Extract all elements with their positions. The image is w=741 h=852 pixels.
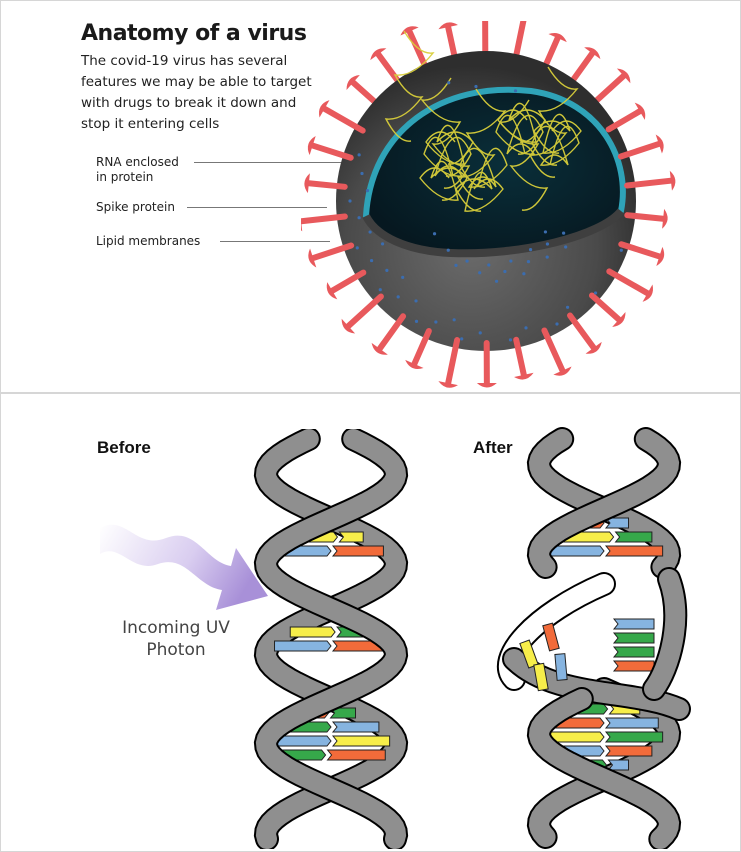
dna-backbone-bulge	[654, 579, 675, 689]
membrane-protein-dot	[381, 242, 384, 245]
membrane-protein-dot	[348, 199, 351, 202]
membrane-protein-dot	[620, 249, 623, 252]
membrane-protein-dot	[495, 280, 498, 283]
membrane-protein-dot	[414, 299, 417, 302]
displaced-base	[543, 623, 559, 651]
membrane-protein-dot	[555, 322, 558, 325]
virus-anatomy-subtitle: The covid-19 virus has several features …	[81, 51, 321, 135]
membrane-protein-dot	[358, 153, 361, 156]
membrane-protein-dot	[479, 331, 482, 334]
uv-wave-arrow	[100, 525, 268, 610]
membrane-protein-dot	[454, 264, 457, 267]
membrane-protein-dot	[370, 259, 373, 262]
membrane-protein-dot	[447, 81, 450, 84]
membrane-protein-dot	[564, 245, 567, 248]
spike-protein	[544, 330, 571, 375]
membrane-protein-dot	[529, 248, 532, 251]
label-lipid-membranes: Lipid membranes	[96, 234, 200, 249]
virus-anatomy-title: Anatomy of a virus	[81, 21, 306, 46]
membrane-protein-dot	[360, 172, 363, 175]
membrane-protein-dot	[447, 249, 450, 252]
membrane-protein-dot	[594, 291, 597, 294]
spike-protein	[570, 315, 602, 353]
membrane-protein-dot	[368, 230, 371, 233]
membrane-protein-dot	[546, 242, 549, 245]
spike-protein	[621, 134, 664, 156]
membrane-protein-dot	[366, 189, 369, 192]
membrane-protein-dot	[562, 232, 565, 235]
spike-protein	[308, 246, 351, 268]
base-pair	[545, 546, 662, 556]
spike-protein	[327, 273, 364, 300]
virus-anatomy-panel: Anatomy of a virus The covid-19 virus ha…	[0, 0, 741, 393]
spike-protein	[621, 244, 664, 266]
membrane-protein-dot	[524, 326, 527, 329]
unpaired-base	[614, 633, 654, 643]
membrane-protein-dot	[379, 288, 382, 291]
membrane-protein-dot	[509, 338, 512, 341]
spike-protein	[592, 296, 626, 327]
unpaired-base	[614, 619, 654, 629]
unpaired-base	[614, 661, 654, 671]
spike-protein	[405, 331, 429, 369]
spike-protein	[319, 100, 363, 131]
membrane-protein-dot	[397, 295, 400, 298]
uv-photon-arrow	[96, 514, 276, 624]
dna-helix-before	[251, 429, 411, 849]
spike-protein	[609, 271, 653, 302]
membrane-protein-dot	[546, 255, 549, 258]
label-spike-protein: Spike protein	[96, 200, 175, 215]
membrane-protein-dot	[514, 89, 517, 92]
membrane-protein-dot	[527, 260, 530, 263]
spike-protein	[591, 68, 630, 105]
membrane-protein-dot	[433, 232, 436, 235]
membrane-protein-dot	[544, 230, 547, 233]
membrane-protein-dot	[465, 259, 468, 262]
membrane-protein-dot	[453, 318, 456, 321]
base-pair	[272, 736, 389, 746]
membrane-protein-dot	[522, 272, 525, 275]
unpaired-base	[614, 647, 654, 657]
dna-helix-after	[494, 419, 694, 849]
uv-photon-label: Incoming UV Photon	[111, 617, 241, 661]
spike-protein	[372, 316, 403, 354]
membrane-protein-dot	[460, 337, 463, 340]
membrane-protein-dot	[509, 259, 512, 262]
label-rna: RNA enclosed in protein	[96, 155, 186, 185]
membrane-protein-dot	[474, 85, 477, 88]
membrane-protein-dot	[566, 306, 569, 309]
displaced-base	[555, 654, 567, 681]
before-heading: Before	[97, 438, 151, 458]
membrane-protein-dot	[478, 271, 481, 274]
membrane-protein-dot	[415, 320, 418, 323]
spike-protein	[438, 340, 458, 388]
membrane-protein-dot	[356, 246, 359, 249]
virus-illustration	[301, 21, 681, 391]
membrane-protein-dot	[385, 269, 388, 272]
membrane-protein-dot	[434, 320, 437, 323]
membrane-protein-dot	[487, 263, 490, 266]
base-pair	[275, 641, 388, 651]
base-pair	[545, 732, 662, 742]
membrane-protein-dot	[401, 276, 404, 279]
spike-protein	[342, 297, 381, 334]
membrane-protein-dot	[503, 270, 506, 273]
spike-protein	[609, 103, 646, 130]
membrane-protein-dot	[357, 216, 360, 219]
spike-protein	[308, 136, 351, 158]
dna-uv-panel: Before After Incoming UV Photon	[0, 393, 741, 852]
